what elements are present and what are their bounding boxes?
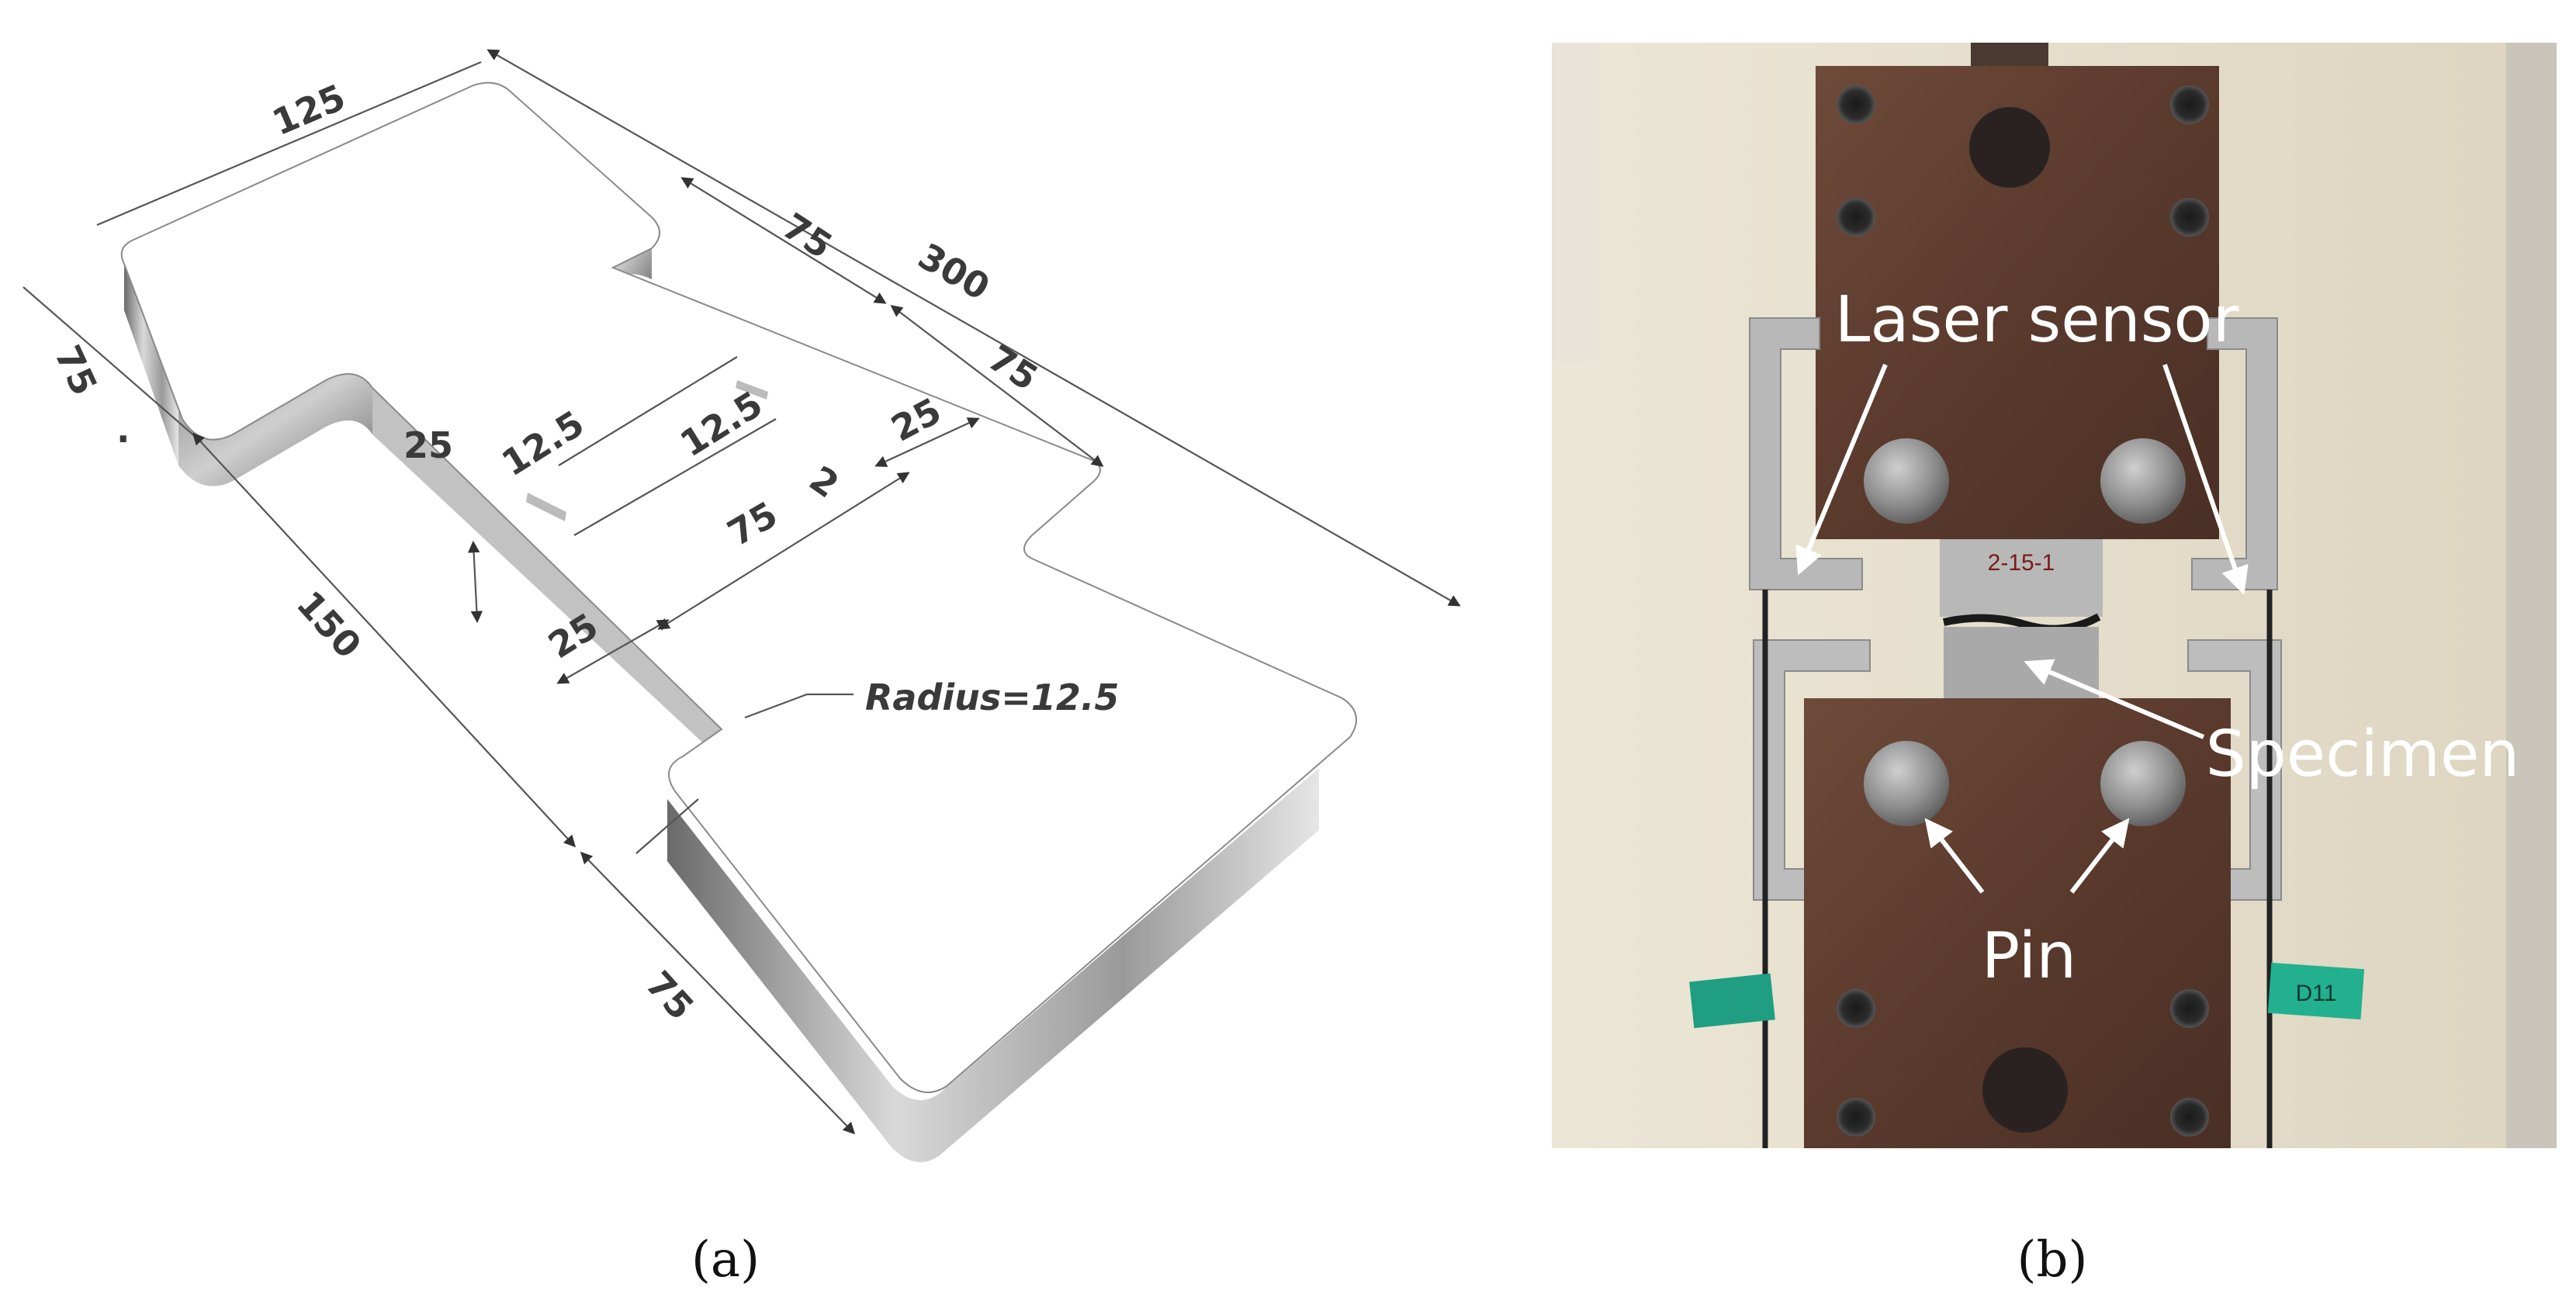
- lower-pin-right: [2100, 741, 2186, 826]
- label-laser-sensor: Laser sensor: [1835, 283, 2239, 357]
- label-pin: Pin: [1982, 919, 2076, 993]
- upper-bolt-ml: [1837, 198, 1875, 237]
- lower-bolt-bl: [1837, 1098, 1875, 1137]
- arrow-laser-right: [2162, 364, 2249, 595]
- upper-bolt-mr: [2170, 198, 2209, 237]
- upper-bolt-tr: [2170, 85, 2209, 124]
- machine-frame-left: [1552, 43, 1598, 361]
- specimen-lower: [1944, 627, 2099, 712]
- lower-bolt-br: [2170, 1098, 2209, 1137]
- panel-a-drawing: 125 300 75 75 75 12.5 12.5 2 25 25 75 25…: [23, 49, 1461, 1162]
- panel-b-photo: 2-15-1 D11 Laser sensor Specimen Pin: [1552, 43, 2557, 1148]
- arrow-pin-right: [2069, 818, 2130, 894]
- arrow-specimen: [2024, 659, 2205, 739]
- dim-top-left-side: 75: [47, 339, 106, 402]
- upper-pin-left: [1864, 438, 1949, 524]
- dimension-lines: [23, 49, 1461, 1135]
- specimen-mark: 2-15-1: [1988, 550, 2055, 576]
- lower-bolt-ml: [1837, 989, 1875, 1028]
- upper-pin-right: [2100, 438, 2186, 524]
- dim-neck-upper: 25: [403, 424, 453, 466]
- caption-b: (b): [2017, 1231, 2088, 1289]
- upper-bolt-tl: [1837, 85, 1875, 124]
- dim-left-span: 150: [289, 583, 369, 666]
- upper-centre-pin: [1969, 107, 2050, 188]
- caption-a: (a): [691, 1231, 760, 1289]
- label-specimen: Specimen: [2206, 718, 2520, 791]
- machine-frame-right: [2506, 43, 2557, 1148]
- bracket-upper-right: [2191, 317, 2278, 590]
- lower-pin-left: [1864, 741, 1949, 826]
- lower-bolt-mr: [2170, 989, 2209, 1028]
- tape-left: [1689, 973, 1775, 1029]
- dim-top-end-length: 75: [775, 205, 840, 267]
- tape-right: [2267, 962, 2365, 1020]
- specimen-upper: [1940, 539, 2103, 617]
- arrow-pin-left: [1924, 818, 1985, 894]
- dim-top-width: 125: [266, 76, 351, 144]
- dim-overall-length: 300: [912, 235, 997, 309]
- bracket-lower-right: [2187, 639, 2282, 901]
- radius-label: Radius=12.5: [865, 677, 1119, 718]
- dim-dot: .: [116, 409, 130, 451]
- specimen-crack: [1942, 613, 2101, 633]
- bracket-lower-left: [1753, 639, 1871, 901]
- dim-bottom-end: 75: [638, 963, 702, 1028]
- arrow-laser-left: [1795, 363, 1888, 576]
- lower-centre-pin: [1982, 1047, 2068, 1133]
- bracket-upper-left: [1749, 317, 1863, 590]
- tape-mark: D11: [2296, 981, 2337, 1006]
- dim-gauge-right: 75: [981, 337, 1045, 399]
